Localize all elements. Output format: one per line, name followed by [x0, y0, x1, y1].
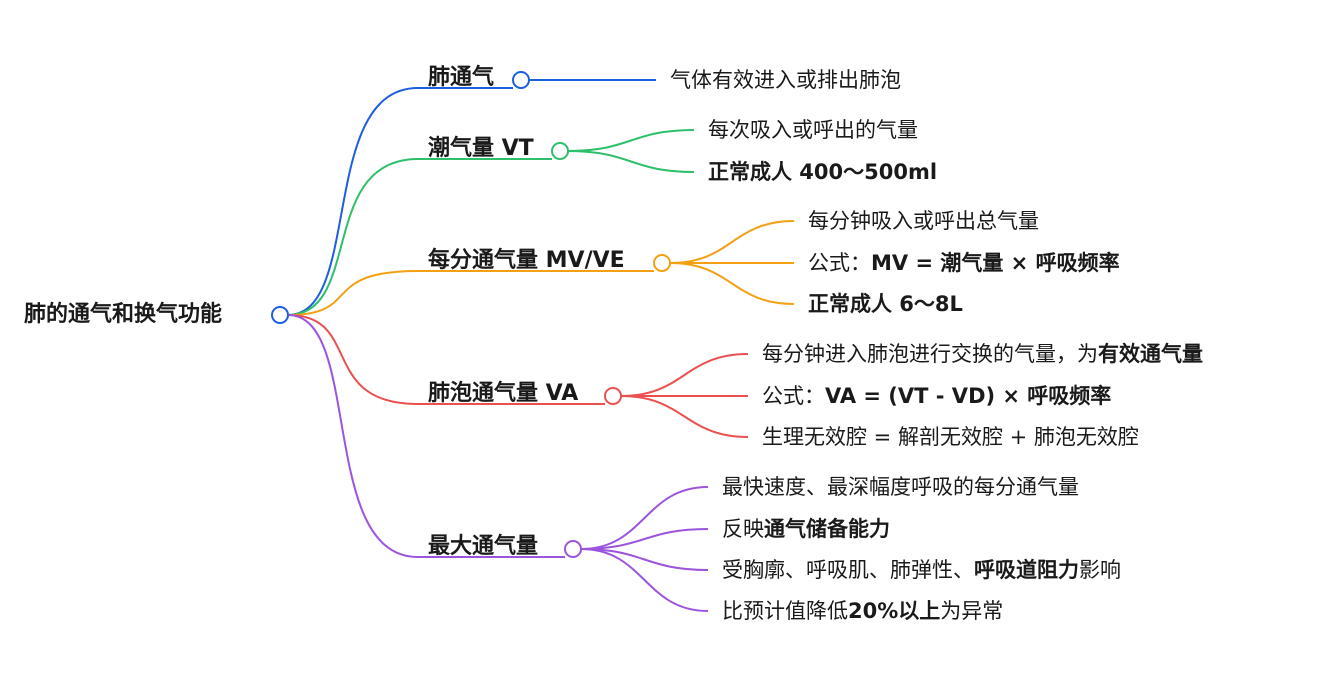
leaf-text-part: 20%以上 — [848, 598, 941, 623]
leaf-text[interactable]: 反映通气储备能力 — [722, 516, 890, 541]
leaf-text-part: 正常成人 400～500ml — [708, 159, 938, 184]
root-to-branch-link — [287, 314, 419, 558]
branch-to-leaf-link — [669, 262, 795, 305]
leaf-text-part: 呼吸道阻力 — [974, 557, 1079, 582]
leaf-text-part: 通气储备能力 — [764, 516, 890, 541]
leaf-text-part: 影响 — [1079, 557, 1121, 582]
leaf-text-part: 有效通气量 — [1098, 341, 1203, 366]
leaf-text[interactable]: 比预计值降低20%以上为异常 — [722, 598, 1004, 623]
branch-to-leaf-link — [580, 548, 709, 571]
branch-to-leaf-link — [620, 395, 749, 438]
branch-to-leaf-link — [620, 353, 749, 397]
leaf-text-part: 生理无效腔 = 解剖无效腔 + 肺泡无效腔 — [762, 424, 1139, 449]
branch-node-circle[interactable] — [604, 387, 622, 405]
leaf-text[interactable]: 生理无效腔 = 解剖无效腔 + 肺泡无效腔 — [762, 424, 1139, 449]
branch-node-circle[interactable] — [653, 254, 671, 272]
branch-to-leaf-link — [580, 548, 709, 612]
root-to-branch-link — [287, 158, 419, 316]
leaf-text-part: 最快速度、最深幅度呼吸的每分通气量 — [722, 474, 1079, 499]
branch-node-circle[interactable] — [564, 540, 582, 558]
leaf-text[interactable]: 每分钟吸入或呼出总气量 — [808, 208, 1039, 233]
leaf-text-part: 受胸廓、呼吸肌、肺弹性、 — [722, 557, 974, 582]
leaf-text-part: 比预计值降低 — [722, 598, 848, 623]
leaf-text-part: 反映 — [722, 516, 764, 541]
branch-label-alveolar-ventilation[interactable]: 肺泡通气量 VA — [428, 381, 579, 406]
leaf-text[interactable]: 最快速度、最深幅度呼吸的每分通气量 — [722, 474, 1079, 499]
leaf-text-part: MV = 潮气量 × 呼吸频率 — [871, 250, 1120, 275]
leaf-text[interactable]: 正常成人 6～8L — [808, 291, 963, 316]
branch-to-leaf-link — [567, 150, 695, 173]
branch-label-minute-ventilation[interactable]: 每分通气量 MV/VE — [428, 248, 625, 273]
branch-node-circle[interactable] — [551, 142, 569, 160]
leaf-text[interactable]: 每分钟进入肺泡进行交换的气量，为有效通气量 — [762, 341, 1203, 366]
branch-to-leaf-link — [580, 486, 709, 550]
leaf-text[interactable]: 每次吸入或呼出的气量 — [708, 117, 918, 142]
leaf-text-part: 正常成人 6～8L — [808, 291, 963, 316]
branch-to-leaf-link — [580, 528, 709, 550]
leaf-text-part: 公式： — [808, 250, 871, 275]
branch-label-pulmonary-ventilation[interactable]: 肺通气 — [428, 65, 495, 90]
leaf-text[interactable]: 受胸廓、呼吸肌、肺弹性、呼吸道阻力影响 — [722, 557, 1121, 582]
leaf-text-part: 气体有效进入或排出肺泡 — [670, 67, 901, 92]
leaf-text[interactable]: 公式：MV = 潮气量 × 呼吸频率 — [808, 250, 1120, 275]
branch-to-leaf-link — [567, 129, 695, 152]
root-to-branch-link — [287, 87, 419, 316]
root-to-branch-link — [287, 270, 419, 316]
branch-to-leaf-link — [669, 220, 795, 264]
leaf-text-part: 每次吸入或呼出的气量 — [708, 117, 918, 142]
root-to-branch-link — [287, 314, 419, 405]
branch-label-tidal-volume[interactable]: 潮气量 VT — [428, 136, 534, 161]
branch-label-maximal-ventilation[interactable]: 最大通气量 — [428, 534, 539, 559]
leaf-text[interactable]: 正常成人 400～500ml — [708, 159, 938, 184]
leaf-text-part: 每分钟进入肺泡进行交换的气量，为 — [762, 341, 1098, 366]
leaf-text-part: 公式： — [762, 383, 825, 408]
root-node-label[interactable]: 肺的通气和换气功能 — [24, 302, 223, 327]
leaf-text-part: 每分钟吸入或呼出总气量 — [808, 208, 1039, 233]
branch-node-circle[interactable] — [512, 71, 530, 89]
leaf-text-part: VA = (VT - VD) × 呼吸频率 — [825, 383, 1112, 408]
leaf-text[interactable]: 气体有效进入或排出肺泡 — [670, 67, 901, 92]
root-node-circle[interactable] — [271, 306, 289, 324]
leaf-text[interactable]: 公式：VA = (VT - VD) × 呼吸频率 — [762, 383, 1112, 408]
leaf-text-part: 为异常 — [940, 598, 1004, 623]
